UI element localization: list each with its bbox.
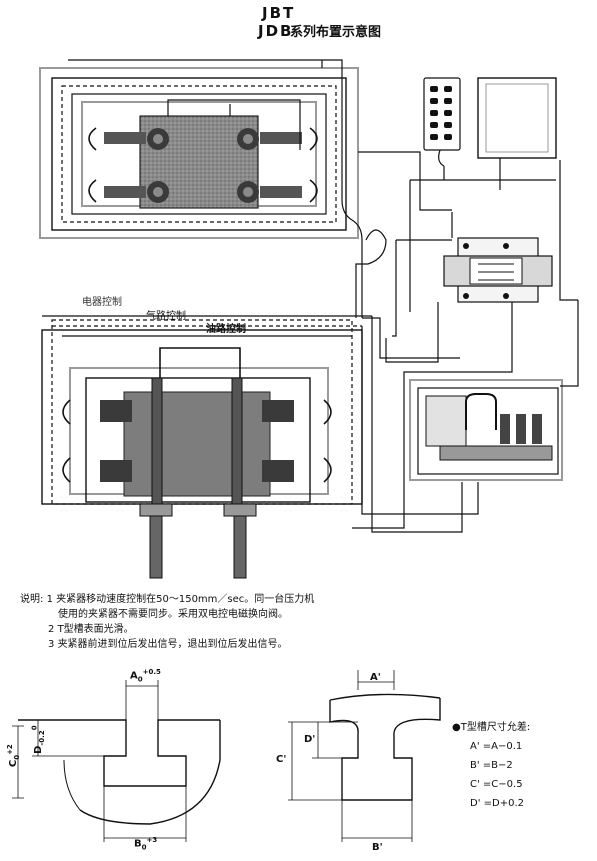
upper-outer-frame (39, 67, 359, 239)
note-2-number: 2 (48, 624, 55, 635)
electric-cabinet (477, 77, 557, 159)
note-1-number: 1 (46, 594, 53, 605)
control-pendant (423, 77, 461, 167)
legend-item: A' =A−0.1 (470, 741, 523, 752)
t-slot-section-1 (12, 680, 221, 842)
legend-item: B' =B−2 (470, 760, 513, 771)
slot1-a-dim: A0+0.5 (130, 668, 161, 684)
lower-feed-lines (42, 315, 479, 533)
title-suffix: 系列布置示意图 (290, 25, 382, 40)
t-slot-section-2 (288, 670, 441, 842)
note-1-line-a: 夹紧器移动速度控制在50～150mm／sec。同一台压力机 (56, 594, 315, 605)
upper-press (39, 67, 359, 239)
slot1-b-dim: B0+3 (134, 836, 158, 852)
slot1-d-dim: D-0.20 (30, 725, 46, 754)
label-pneumatic-control: 气路控制 (146, 311, 186, 322)
note-3-text: 夹紧器前进到位后发出信号，退出到位后发出信号。 (57, 639, 288, 650)
legend-item: C' =C−0.5 (470, 779, 523, 790)
piping (68, 59, 579, 529)
slot1-c-dim: C0+2 (5, 744, 22, 768)
legend-title: ●T型槽尺寸允差: (452, 722, 531, 733)
slot2-d-dim: D' (304, 734, 316, 745)
slot2-a-dim: A' (370, 672, 381, 683)
note-1-line-b: 使用的夹紧器不需要同步。采用双电控电磁换向阀。 (58, 609, 288, 620)
solenoid-valve (443, 237, 553, 303)
label-electric-control: 电器控制 (82, 297, 122, 308)
slot2-b-dim: B' (372, 842, 383, 853)
note-2-text: T型槽表面光滑。 (57, 624, 134, 635)
title-line2: JDB (258, 22, 294, 40)
tolerance-legend: ●T型槽尺寸允差: A' =A−0.1 B' =B−2 C' =C−0.5 D'… (452, 718, 530, 813)
lower-die (123, 391, 271, 497)
legend-item: D' =D+0.2 (470, 798, 524, 809)
notes-prefix: 说明: (20, 594, 44, 605)
hydraulic-unit (409, 379, 563, 481)
slot2-c-dim: C' (276, 754, 287, 765)
note-3-number: 3 (48, 639, 55, 650)
label-hydraulic-control: 油路控制 (206, 324, 246, 335)
notes-block: 说明: 1 夹紧器移动速度控制在50～150mm／sec。同一台压力机 使用的夹… (20, 592, 314, 652)
lower-press (41, 319, 363, 579)
upper-clamps (88, 127, 318, 203)
title-line1: JBT (262, 4, 296, 22)
